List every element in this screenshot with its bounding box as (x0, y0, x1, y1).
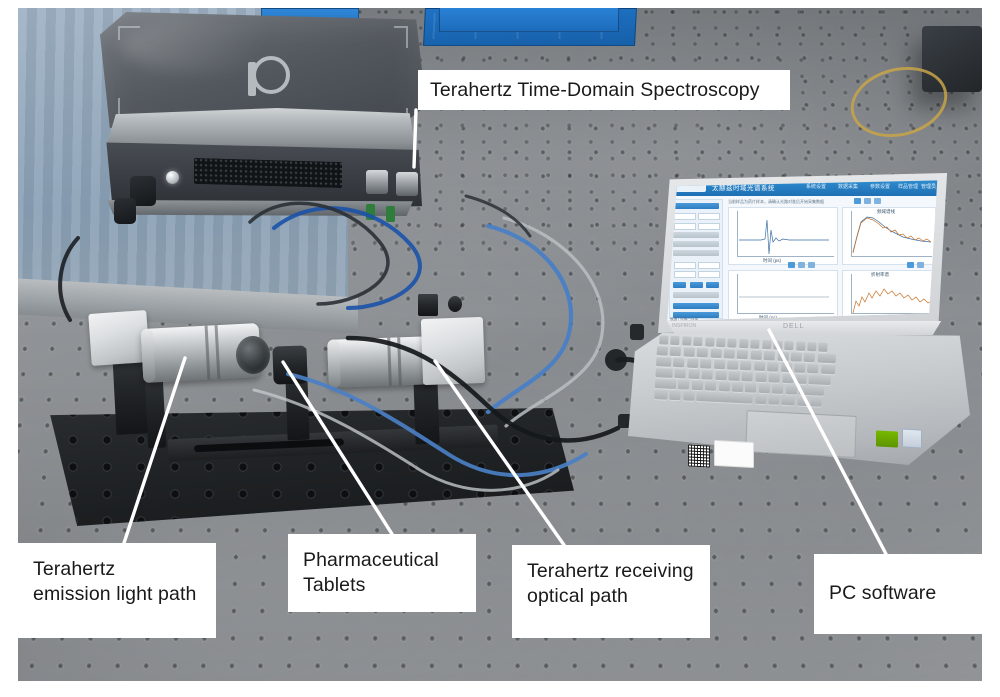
mid-toolbar-icon-c[interactable] (808, 262, 815, 268)
sidebar-action-1[interactable] (690, 282, 703, 288)
plot1-x-axis (737, 255, 834, 256)
laptop-model-mark: INSPIRON (672, 323, 697, 329)
blue-storage-crate-lid (439, 8, 619, 32)
green-connector-boot-b (386, 206, 395, 222)
app-sidebar (669, 199, 723, 319)
account-label[interactable]: 管理员 (920, 184, 936, 190)
toolbar-note: 当前样品为药片样本，请确认光路对准后开始采集数据 (728, 199, 824, 204)
annotation-label-terahertz-tds: Terahertz Time-Domain Spectroscopy (418, 70, 790, 110)
plot-time-domain[interactable]: 时间 (ps) (728, 207, 838, 265)
laptop[interactable]: 太赫兹时域光谱系统 系统设置 数据采集 参数设置 样品管理 管理员 (628, 173, 978, 513)
plot3-y-axis (737, 274, 738, 313)
plot4-title: 折射率谱 (871, 272, 889, 277)
fiber-connector-a (366, 170, 388, 194)
receiver-top-fixture (418, 294, 438, 316)
nav-item-1[interactable]: 数据采集 (838, 184, 859, 190)
app-body: 当前样品为药片样本，请确认光路对准后开始采集数据 时间 (ps) (667, 196, 938, 321)
sidebar-button-4[interactable] (673, 303, 719, 309)
plot4-icon-b[interactable] (917, 262, 924, 268)
annotation-label-pc-software: PC software (814, 554, 982, 634)
sidebar-action-2[interactable] (706, 282, 719, 288)
sidebar-action-0[interactable] (673, 282, 686, 288)
plot2-x-axis (851, 255, 932, 256)
cable-gland-connector-2 (114, 198, 136, 224)
plot-absorption[interactable]: 时间 (ps) (728, 270, 838, 321)
plot-frequency-domain[interactable]: 频域谱线 (842, 207, 936, 265)
plot2-trace (852, 216, 932, 254)
status-bar: 就绪 | 设备已连接 (670, 317, 699, 321)
sidebar-field-2[interactable] (674, 223, 696, 230)
plot4-icon-a[interactable] (907, 262, 914, 268)
sidebar-field-7[interactable] (698, 271, 720, 278)
toolbar-icon-c[interactable] (874, 198, 881, 204)
sidebar-button-0[interactable] (673, 232, 719, 238)
sidebar-field-0[interactable] (674, 213, 696, 220)
annotation-label-emission-light-path: Terahertz emission light path (18, 543, 216, 638)
laptop-keyboard[interactable] (652, 335, 917, 409)
receiver-knob-icon (448, 296, 462, 312)
annotation-label-pharmaceutical-tablets: Pharmaceutical Tablets (288, 534, 476, 612)
nvidia-badge (876, 430, 898, 448)
plot2-y-axis (851, 211, 852, 256)
sidebar-field-5[interactable] (698, 262, 720, 269)
plot3-x-axis (737, 312, 834, 313)
annotation-label-receiving-optical-path: Terahertz receiving optical path (512, 545, 710, 638)
sidebar-section-0[interactable] (673, 203, 719, 209)
sidebar-field-6[interactable] (674, 271, 696, 278)
terahertz-spectrometer-unit (100, 12, 432, 216)
plot1-xlabel: 时间 (ps) (763, 258, 781, 263)
app-logo-icon (672, 182, 706, 192)
nav-item-2[interactable]: 参数设置 (870, 184, 891, 190)
fiber-connector-b (396, 172, 418, 196)
plot4-x-axis (851, 312, 932, 313)
power-led-icon (166, 171, 179, 184)
sidebar-button-1[interactable] (673, 241, 719, 247)
sidebar-button-2[interactable] (673, 250, 719, 256)
sidebar-field-4[interactable] (674, 262, 696, 269)
laptop-trackpad[interactable] (745, 410, 857, 458)
intel-badge (902, 428, 922, 449)
nav-item-3[interactable]: 样品管理 (898, 184, 919, 190)
plot1-y-axis (737, 211, 738, 256)
corner-mark-tl (118, 26, 140, 40)
toolbar-icon-b[interactable] (864, 198, 871, 204)
plot4-y-axis (851, 274, 852, 313)
mid-toolbar-icon-b[interactable] (798, 262, 805, 268)
dark-equipment-box (922, 26, 982, 92)
plot-refractive-index[interactable]: 折射率谱 (842, 262, 936, 321)
plot1-trace (739, 219, 829, 255)
microsoft-license-sticker (714, 439, 754, 469)
toolbar-icon-a[interactable] (854, 198, 861, 204)
qr-code-sticker (688, 444, 710, 468)
sidebar-field-1[interactable] (698, 213, 720, 220)
green-connector-boot-a (366, 204, 375, 220)
sidebar-button-5[interactable] (673, 312, 719, 318)
sidebar-field-3[interactable] (698, 223, 720, 230)
nav-item-0[interactable]: 系统设置 (806, 184, 827, 190)
sidebar-button-3[interactable] (673, 292, 719, 298)
plot4-trace (852, 288, 933, 314)
plot3-xlabel: 时间 (ps) (759, 315, 777, 320)
mid-toolbar-icon-a[interactable] (788, 262, 795, 268)
laptop-screen[interactable]: 太赫兹时域光谱系统 系统设置 数据采集 参数设置 样品管理 管理员 (667, 180, 938, 321)
laptop-brand-mark: DELL (783, 323, 805, 330)
plot3-trace (739, 296, 829, 298)
plot2-title: 频域谱线 (877, 209, 895, 214)
app-title: 太赫兹时域光谱系统 (712, 185, 775, 192)
